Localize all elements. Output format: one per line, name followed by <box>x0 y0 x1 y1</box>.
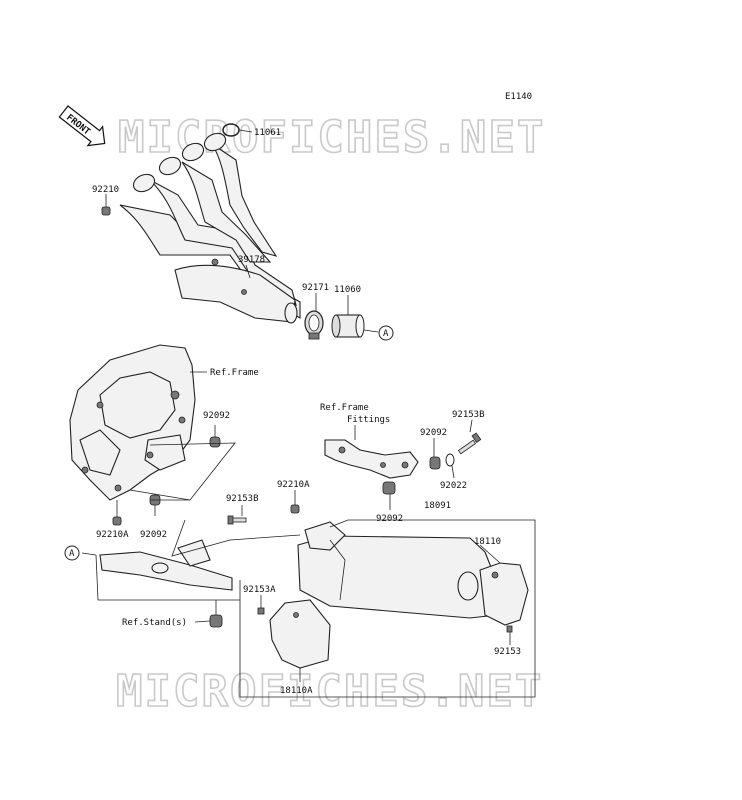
label-92153: 92153 <box>494 647 521 657</box>
heat-guard-18110A <box>269 599 331 669</box>
diagram-code: E1140 <box>505 92 532 102</box>
label-92092-muffler: 92092 <box>376 514 403 524</box>
label-ref-frame-fittings-2: Fittings <box>347 415 390 425</box>
label-92153A: 92153A <box>243 585 276 595</box>
svg-text:A: A <box>383 329 389 339</box>
label-92210: 92210 <box>92 185 119 195</box>
front-arrow-icon: FRONT <box>58 105 106 147</box>
label-92210A-frame: 92210A <box>96 530 129 540</box>
rubber-92092-frame-upper <box>209 436 221 448</box>
label-ref-stand: Ref.Stand(s) <box>122 618 187 628</box>
nut-92210A-frame <box>112 516 122 526</box>
gasket-11060 <box>331 314 365 338</box>
washer-92022 <box>445 453 455 467</box>
label-92022: 92022 <box>440 481 467 491</box>
rubber-92092-right <box>429 456 441 470</box>
screw-92153 <box>506 625 513 633</box>
watermark-bottom: MICROFICHES.NET <box>116 666 543 717</box>
label-ref-frame-fittings-1: Ref.Frame <box>320 403 369 413</box>
label-39178: 39178 <box>238 255 265 265</box>
nut-92210 <box>101 206 111 216</box>
label-92092-frame-upper: 92092 <box>203 411 230 421</box>
label-92171: 92171 <box>302 283 329 293</box>
nut-92210A-mid <box>290 504 300 514</box>
end-cap-18110 <box>479 562 529 626</box>
label-18110A: 18110A <box>280 686 313 696</box>
exhaust-link-pipe <box>99 539 233 591</box>
bolt-92153B-lower <box>227 515 247 525</box>
label-18110: 18110 <box>474 537 501 547</box>
label-11060: 11060 <box>334 285 361 295</box>
clamp-92171 <box>304 310 324 340</box>
label-92153B-lower: 92153B <box>226 494 259 504</box>
leader-box <box>239 519 536 698</box>
label-11061: 11061 <box>254 128 281 138</box>
label-92210A-mid: 92210A <box>277 480 310 490</box>
label-18091: 18091 <box>424 501 451 511</box>
frame-fittings-reference <box>324 439 419 479</box>
label-92153B-upper: 92153B <box>452 410 485 420</box>
svg-text:A: A <box>69 549 75 559</box>
header-pipe-assembly <box>119 132 301 324</box>
callout-a-top: A <box>378 325 394 341</box>
frame-reference <box>69 344 196 501</box>
muffler-18091 <box>297 521 501 619</box>
label-92092-frame-lower: 92092 <box>140 530 167 540</box>
stand-collar <box>209 614 223 628</box>
bolt-92153B-upper <box>457 432 482 455</box>
label-92092-right: 92092 <box>420 428 447 438</box>
rubber-92092-muffler <box>382 481 396 495</box>
label-ref-frame: Ref.Frame <box>210 368 259 378</box>
screw-92153A <box>257 607 265 615</box>
callout-a-lower: A <box>64 545 80 561</box>
